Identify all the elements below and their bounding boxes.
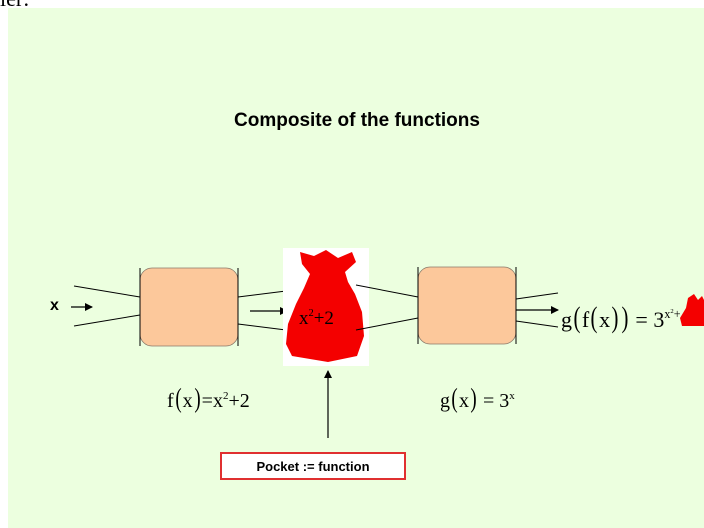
output-eq: = <box>635 307 648 332</box>
output-outer-fn: g <box>561 307 572 332</box>
f-tail: +2 <box>228 390 250 412</box>
f-output-line-top <box>237 290 287 298</box>
input-x-label: x <box>50 297 59 314</box>
f-input-line-bottom <box>73 314 141 327</box>
pocket-expr-tail: +2 <box>313 308 334 329</box>
composite-output: g(f(x)) = 3x2+ <box>561 302 681 334</box>
g-exponent: x <box>509 389 515 402</box>
g-definition: g(x) = 3x <box>440 383 515 413</box>
pocket-function-label: Pocket := function <box>256 458 370 474</box>
g-output-line-top <box>515 292 559 300</box>
output-inner-fn: f <box>581 307 590 332</box>
output-pocket-sack <box>680 294 704 326</box>
output-exponent-power: 2 <box>670 307 674 315</box>
top-text-fragment: ler: <box>0 0 29 12</box>
g-base: 3 <box>499 390 510 412</box>
f-arg: x <box>182 390 193 412</box>
pocket-sack <box>286 250 364 362</box>
g-arg: x <box>459 390 469 412</box>
output-exponent-tail: + <box>673 306 681 321</box>
f-output-line-bottom <box>237 323 287 331</box>
f-eq: = <box>201 390 213 412</box>
g-eq: = <box>483 390 495 412</box>
f-definition: f(x)=x2+2 <box>167 383 250 413</box>
f-exponent: 2 <box>222 389 229 402</box>
g-input-line-top <box>355 284 419 298</box>
output-arg: x <box>599 307 611 332</box>
pocket-expr-base: x <box>299 308 309 329</box>
output-base: 3 <box>653 307 665 332</box>
f-base: x <box>212 390 223 412</box>
output-exponent: x2+ <box>664 306 681 321</box>
slide-title: Composite of the functions <box>234 110 480 131</box>
f-name: f <box>167 390 174 412</box>
g-input-line-bottom <box>355 317 419 331</box>
g-machine <box>417 266 517 345</box>
pocket-expression: x2+2 <box>299 308 334 330</box>
f-input-line-top <box>73 285 141 298</box>
pocket-expr-exponent: 2 <box>308 308 314 320</box>
pocket-function-label-box: Pocket := function <box>220 452 406 480</box>
g-output-line-bottom <box>515 320 559 328</box>
f-machine <box>139 267 239 347</box>
g-name: g <box>440 390 450 412</box>
